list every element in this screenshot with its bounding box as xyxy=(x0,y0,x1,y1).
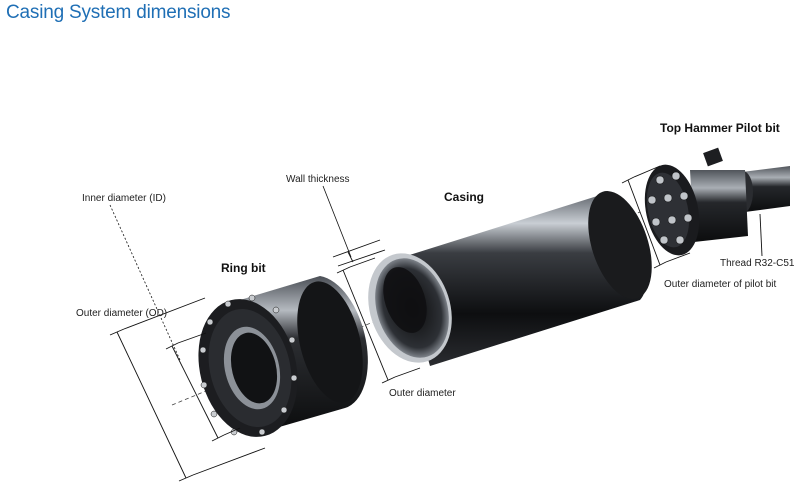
wall-thickness-tick xyxy=(332,239,381,258)
id-dimension-line xyxy=(171,345,219,439)
outer-diameter-od-label: Outer diameter (OD) xyxy=(76,308,168,319)
od-dimension-line xyxy=(116,331,187,479)
pilot-od-dimension-line xyxy=(627,179,661,266)
ring-bit xyxy=(198,276,368,437)
id-leader-line xyxy=(109,204,181,361)
casing-label: Casing xyxy=(444,190,485,204)
wall-thickness-leader-line xyxy=(322,185,352,258)
pilot-outer-diameter-label: Outer diameter of pilot bit xyxy=(664,279,777,290)
outer-diameter-label: Outer diameter xyxy=(389,388,456,399)
thread-leader-line xyxy=(759,213,763,257)
wall-thickness-label: Wall thickness xyxy=(286,174,350,185)
inner-diameter-label: Inner diameter (ID) xyxy=(82,193,166,204)
casing-tube xyxy=(368,191,652,366)
pilot-bit xyxy=(644,147,790,256)
page-title: Casing System dimensions xyxy=(6,2,231,23)
pilot-bit-label: Top Hammer Pilot bit xyxy=(660,121,780,135)
ring-bit-label: Ring bit xyxy=(221,261,266,275)
thread-label: Thread R32-C51 xyxy=(720,258,795,269)
casing-od-dimension-line xyxy=(342,269,389,381)
